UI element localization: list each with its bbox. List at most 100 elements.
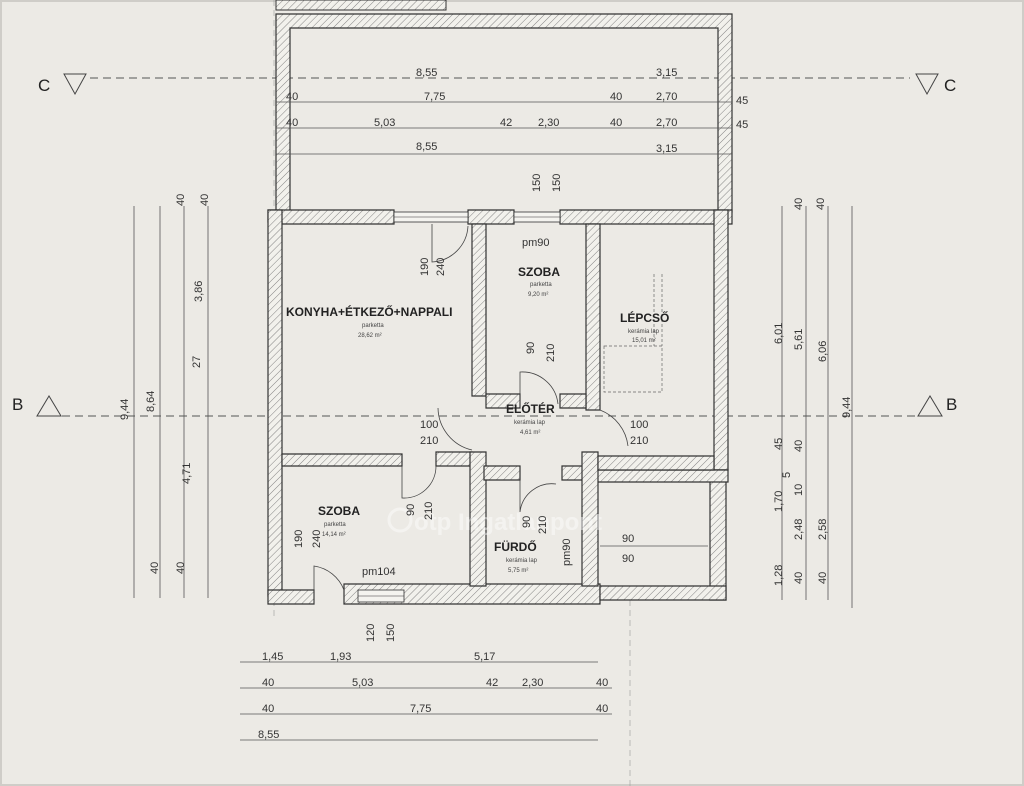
top-dim-r3-f: 2,70 — [656, 117, 677, 129]
top-dim-r1-b: 3,15 — [656, 67, 677, 79]
right-dim-a5: 1,28 — [773, 565, 785, 586]
right-dim-a4: 1,70 — [773, 491, 785, 512]
right-dim-a1: 40 — [793, 198, 805, 210]
right-dimension-lines — [781, 206, 853, 608]
section-b-right-label: B — [946, 395, 957, 414]
right-dim-c5: 40 — [817, 572, 829, 584]
opening-hall-door-3: 100 — [630, 419, 648, 431]
bottom-dim-r1-c: 5,17 — [474, 651, 495, 663]
windows — [357, 211, 561, 603]
bottom-dim-r3-a: 40 — [262, 703, 274, 715]
bottom-dim-r3-b: 7,75 — [410, 703, 431, 715]
opening-bottom-window-2: 150 — [385, 624, 397, 642]
bottom-dim-r1-b: 1,93 — [330, 651, 351, 663]
section-b-left-arrow — [36, 395, 62, 417]
right-dim-c2: 6,06 — [817, 341, 829, 362]
exterior-dim-1: 90 — [622, 533, 634, 545]
svg-text:otp Ingatlanpont: otp Ingatlanpont — [414, 509, 602, 536]
right-dim-d1: 9,44 — [841, 397, 853, 418]
room-stairs-floor: kerámia lap — [628, 329, 660, 335]
top-dim-r2-b: 7,75 — [424, 91, 445, 103]
room-szoba2-area: 14,14 m² — [322, 532, 346, 538]
tag-pm104: pm104 — [362, 566, 396, 578]
bottom-dim-r3-c: 40 — [596, 703, 608, 715]
top-dim-r3-g: 45 — [736, 119, 748, 131]
opening-room2-door-1: 90 — [405, 504, 417, 516]
bottom-dim-r1-a: 1,45 — [262, 651, 283, 663]
room-hall-area: 4,61 m² — [520, 430, 540, 436]
top-dim-r4-a: 8,55 — [416, 141, 437, 153]
staircase — [603, 274, 663, 393]
room-szoba1-area: 9,20 m² — [528, 292, 548, 298]
bottom-dim-r2-a: 40 — [262, 677, 274, 689]
right-dim-c4: 2,58 — [817, 519, 829, 540]
left-dim-b1: 8,64 — [145, 391, 157, 412]
left-dim-c3: 27 — [191, 356, 203, 368]
room-szoba1-name: SZOBA — [518, 265, 560, 279]
top-dim-r2-d: 2,70 — [656, 91, 677, 103]
left-dim-d1: 40 — [199, 194, 211, 206]
bottom-dimension-lines — [240, 661, 612, 741]
bottom-dim-r2-e: 40 — [596, 677, 608, 689]
opening-living-door-1: 190 — [419, 258, 431, 276]
section-c-right-label: C — [944, 76, 956, 95]
section-b-left-label: B — [12, 395, 23, 414]
opening-room2-door-2: 210 — [423, 502, 435, 520]
top-dim-r3-b: 5,03 — [374, 117, 395, 129]
room-living-name: KONYHA+ÉTKEZŐ+NAPPALI — [286, 304, 452, 319]
right-dim-a2: 6,01 — [773, 323, 785, 344]
room-stairs-area: 15,01 m² — [632, 338, 656, 344]
room-szoba2-name: SZOBA — [318, 504, 360, 518]
opening-bath-door-1: 90 — [521, 516, 533, 528]
room-bath-area: 5,75 m² — [508, 568, 528, 574]
opening-side-door-2: 240 — [311, 530, 323, 548]
top-dim-r2-e: 45 — [736, 95, 748, 107]
right-dim-b5: 40 — [793, 572, 805, 584]
right-dim-b1: 40 — [793, 440, 805, 452]
room-stairs-name: LÉPCSŐ — [620, 310, 669, 325]
left-dimension-lines — [133, 206, 209, 598]
room-living-floor: parketta — [362, 323, 384, 329]
bottom-dim-r4-a: 8,55 — [258, 729, 279, 741]
interior-walls — [281, 223, 715, 587]
left-dim-c4: 4,71 — [181, 463, 193, 484]
room-szoba2-floor: parketta — [324, 522, 346, 528]
right-dim-b4: 2,48 — [793, 519, 805, 540]
left-dim-a1: 9,44 — [119, 399, 131, 420]
top-dim-r3-d: 2,30 — [538, 117, 559, 129]
top-dim-r2-a: 40 — [286, 91, 298, 103]
room-szoba1-floor: parketta — [530, 282, 552, 288]
section-b-right-arrow — [917, 395, 943, 417]
top-dimension-lines — [276, 101, 732, 155]
opening-room1-door-2: 210 — [545, 344, 557, 362]
watermark: otp Ingatlanpont — [387, 507, 602, 536]
top-dim-r1-a: 8,55 — [416, 67, 437, 79]
door-swings — [313, 224, 629, 604]
opening-hall-door-2: 210 — [420, 435, 438, 447]
tag-pm90-bath: pm90 — [561, 538, 573, 566]
bottom-dim-r2-c: 42 — [486, 677, 498, 689]
left-dim-c1: 40 — [175, 194, 187, 206]
top-dim-r3-c: 42 — [500, 117, 512, 129]
right-dim-a3: 45 — [773, 438, 785, 450]
opening-bottom-window-1: 120 — [365, 624, 377, 642]
bottom-dim-r2-b: 5,03 — [352, 677, 373, 689]
right-dim-c3: 10 — [793, 484, 805, 496]
tag-pm90-room1: pm90 — [522, 237, 550, 249]
top-dim-r4-b: 3,15 — [656, 143, 677, 155]
opening-room1-door-1: 90 — [525, 342, 537, 354]
section-c-right-arrow — [915, 73, 939, 96]
right-dim-b3: 5 — [781, 472, 793, 478]
left-dim-d2: 40 — [149, 562, 161, 574]
room-hall-name: ELŐTÉR — [506, 401, 555, 416]
opening-top-window-2: 150 — [551, 174, 563, 192]
opening-top-window-1: 150 — [531, 174, 543, 192]
room-hall-floor: kerámia lap — [514, 420, 546, 426]
room-bath-name: FÜRDŐ — [494, 539, 537, 554]
left-dim-c2: 3,86 — [193, 281, 205, 302]
right-dim-c1: 40 — [815, 198, 827, 210]
left-dim-c5: 40 — [175, 562, 187, 574]
opening-hall-door-1: 100 — [420, 419, 438, 431]
